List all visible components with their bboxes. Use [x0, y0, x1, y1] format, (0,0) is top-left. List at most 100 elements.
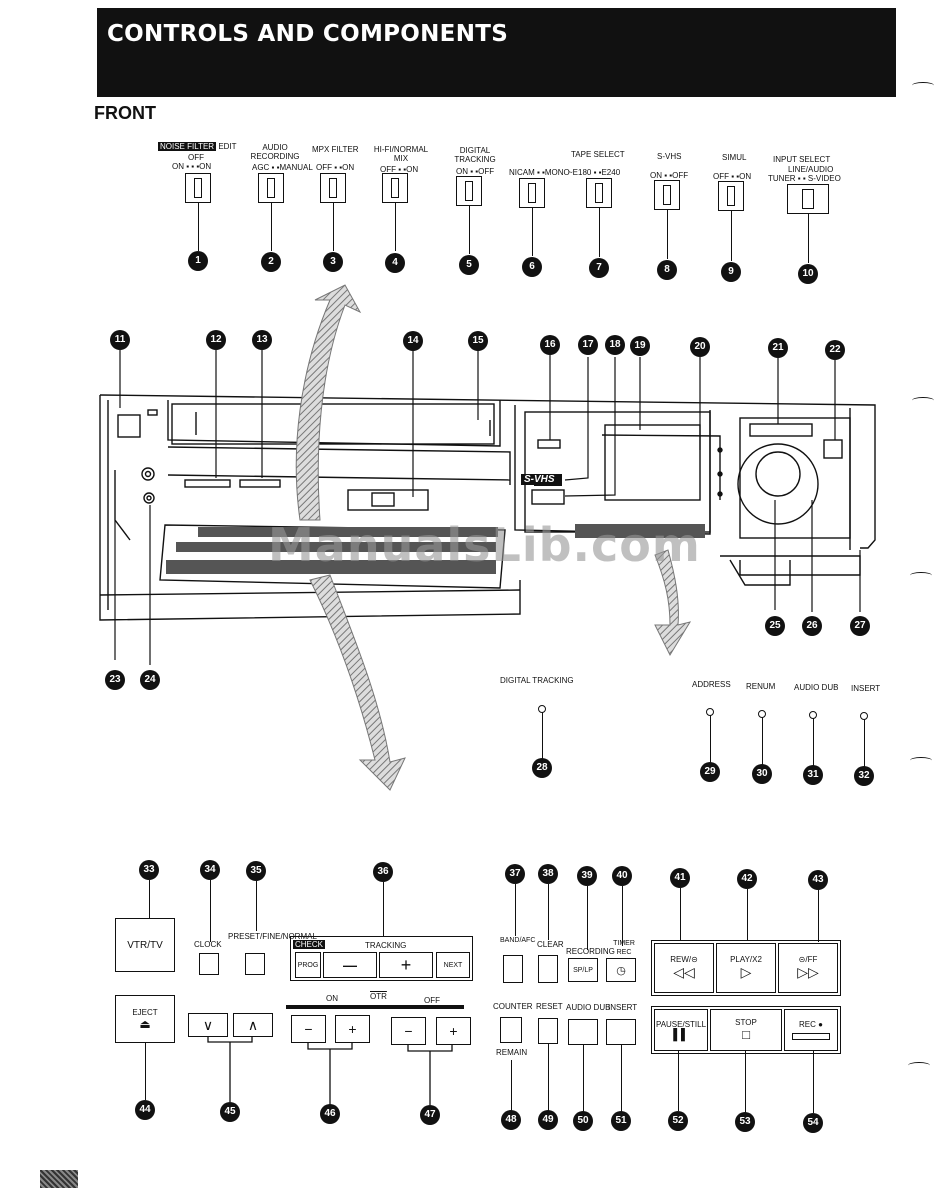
preset-fine-normal-button[interactable] — [245, 953, 265, 975]
svhs-logo: S-VHS — [521, 474, 558, 485]
label-audio-dub: AUDIO DUB — [794, 683, 839, 692]
label-digital-tracking: DIGITAL TRACKING — [500, 676, 574, 685]
callout-13: 13 — [252, 330, 272, 350]
nicam-switch[interactable] — [519, 178, 545, 208]
play-button[interactable]: PLAY/X2 ▷ — [716, 943, 776, 993]
callout-6: 6 — [522, 257, 542, 277]
reset-button[interactable] — [538, 1018, 558, 1044]
otr-on-minus-button[interactable]: − — [291, 1015, 326, 1043]
rew-button[interactable]: REW/⊝ ◁◁ — [654, 943, 714, 993]
leader-line — [198, 203, 199, 251]
band-afc-button[interactable] — [503, 955, 523, 983]
callout-51: 51 — [611, 1111, 631, 1131]
callout-3: 3 — [323, 252, 343, 272]
otr-off-minus-button[interactable]: − — [391, 1017, 426, 1045]
otr-on-plus-button[interactable]: + — [335, 1015, 370, 1043]
ff-button[interactable]: ⊝/FF ▷▷ — [778, 943, 838, 993]
leader-line — [383, 882, 384, 936]
callout-4: 4 — [385, 253, 405, 273]
leader-line — [210, 880, 211, 942]
eject-button[interactable]: EJECT ⏏ — [115, 995, 175, 1043]
callout-23: 23 — [105, 670, 125, 690]
clock-button[interactable] — [199, 953, 219, 975]
leader-line — [548, 1044, 549, 1112]
callout-21: 21 — [768, 338, 788, 358]
vtr-tv-button[interactable]: VTR/TV — [115, 918, 175, 972]
leader-bracket — [207, 1036, 253, 1102]
up-button[interactable]: ∧ — [233, 1013, 273, 1037]
input-select-switch[interactable] — [787, 184, 829, 214]
check-label: CHECK — [293, 940, 326, 949]
mpx-filter-switch[interactable] — [320, 173, 346, 203]
callout-27: 27 — [850, 616, 870, 636]
leader-line — [678, 1051, 679, 1111]
otr-bar — [286, 1005, 464, 1009]
digital-tracking-switch[interactable] — [456, 176, 482, 206]
leader-line — [745, 1051, 746, 1113]
leader-line — [710, 715, 711, 763]
leader-line — [149, 880, 150, 935]
callout-12: 12 — [206, 330, 226, 350]
tracking-panel — [290, 936, 473, 981]
rec-button[interactable]: REC ● — [784, 1009, 838, 1051]
reset-label: RESET — [536, 1002, 563, 1011]
leader-line — [469, 206, 470, 254]
prog-button[interactable]: PROG — [295, 952, 321, 978]
callout-33: 33 — [139, 860, 159, 880]
tape-select-switch[interactable] — [586, 178, 612, 208]
callout-10: 10 — [798, 264, 818, 284]
counter-remain-button[interactable] — [500, 1017, 522, 1043]
callout-45: 45 — [220, 1102, 240, 1122]
leader-line — [621, 1045, 622, 1113]
callout-32: 32 — [854, 766, 874, 786]
audio-dub-button[interactable] — [568, 1019, 598, 1045]
callout-7: 7 — [589, 258, 609, 278]
callout-28: 28 — [532, 758, 552, 778]
leader-line — [271, 203, 272, 251]
callout-35: 35 — [246, 861, 266, 881]
otr-leader-brackets — [307, 1043, 453, 1105]
callout-46: 46 — [320, 1104, 340, 1124]
tracking-plus-button[interactable]: + — [379, 952, 433, 978]
tracking-minus-button[interactable]: — — [323, 952, 377, 978]
scan-artifact — [40, 1170, 78, 1188]
leader-line — [532, 208, 533, 256]
band-afc-label: BAND/AFC — [500, 937, 536, 944]
leader-line — [864, 719, 865, 767]
pause-label: PAUSE/STILL — [655, 1019, 707, 1029]
noise-filter-switch[interactable] — [185, 173, 211, 203]
leader-line — [813, 1051, 814, 1113]
clear-button[interactable] — [538, 955, 558, 983]
play-icon: ▷ — [740, 964, 752, 980]
insert-button[interactable] — [606, 1019, 636, 1045]
transport-panel-bottom — [651, 1006, 841, 1054]
leader-line — [747, 889, 748, 941]
stop-button[interactable]: STOP □ — [710, 1009, 782, 1051]
callout-31: 31 — [803, 765, 823, 785]
callout-30: 30 — [752, 764, 772, 784]
preset-label: PRESET/FINE/NORMAL — [228, 932, 317, 941]
leader-line — [762, 717, 763, 765]
callout-36: 36 — [373, 862, 393, 882]
tape-select-title: TAPE SELECT — [571, 150, 625, 159]
callout-37: 37 — [505, 864, 525, 884]
pause-still-button[interactable]: PAUSE/STILL ▌▌ — [654, 1009, 708, 1051]
margin-mark — [912, 82, 934, 89]
callout-22: 22 — [825, 340, 845, 360]
next-button[interactable]: NEXT — [436, 952, 470, 978]
simul-switch[interactable] — [718, 181, 744, 211]
callout-43: 43 — [808, 870, 828, 890]
otr-off-plus-button[interactable]: + — [436, 1017, 471, 1045]
svhs-switch[interactable] — [654, 180, 680, 210]
simul-opts: OFF ▪ ▪ON — [713, 172, 752, 181]
callout-26: 26 — [802, 616, 822, 636]
audio-recording-switch[interactable] — [258, 173, 284, 203]
hifi-mix-switch[interactable] — [382, 173, 408, 203]
sp-lp-button[interactable]: SP/LP — [568, 958, 598, 982]
callout-38: 38 — [538, 864, 558, 884]
recording-label: RECORDING — [566, 947, 615, 956]
hifi-mix-title: HI-FI/NORMAL MIX — [373, 145, 429, 163]
leader-line — [622, 886, 623, 946]
timer-rec-button[interactable]: ◷ — [606, 958, 636, 982]
down-button[interactable]: ∨ — [188, 1013, 228, 1037]
